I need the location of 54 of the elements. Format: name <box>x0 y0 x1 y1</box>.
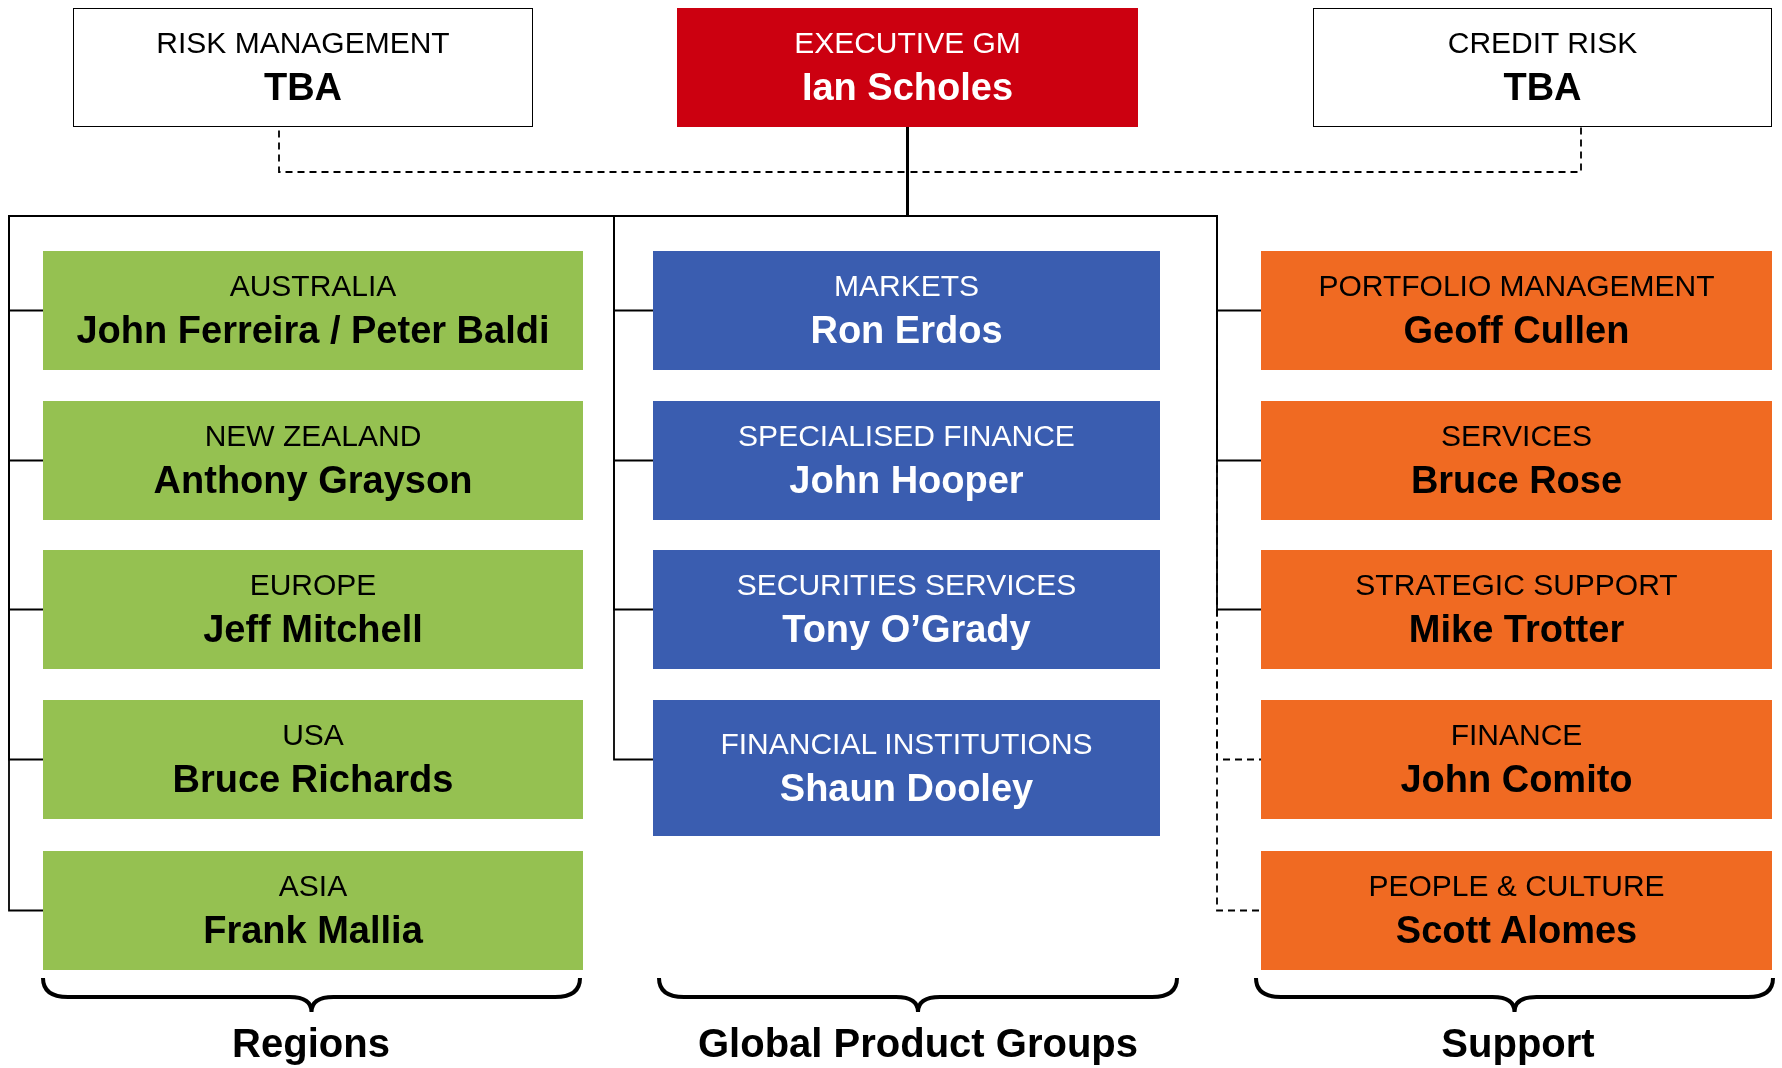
unit-title: EXECUTIVE GM <box>794 26 1021 60</box>
org-box <box>1261 550 1772 669</box>
org-box <box>43 851 583 970</box>
unit-title: SPECIALISED FINANCE <box>738 419 1075 453</box>
person-name: Ian Scholes <box>801 67 1014 109</box>
org-box <box>1261 700 1772 819</box>
person-name: Tony O’Grady <box>782 609 1031 651</box>
org-box <box>653 700 1160 836</box>
unit-title: SECURITIES SERVICES <box>736 568 1077 602</box>
org-box <box>43 251 583 370</box>
unit-title: FINANCE <box>1450 718 1583 752</box>
org-box <box>1261 251 1772 370</box>
person-name: Anthony Grayson <box>153 460 473 502</box>
org-box <box>1261 851 1772 970</box>
person-name: Mike Trotter <box>1408 609 1625 651</box>
unit-title: STRATEGIC SUPPORT <box>1355 568 1678 602</box>
person-name: John Ferreira / Peter Baldi <box>76 310 550 352</box>
person-name: Bruce Rose <box>1410 460 1623 502</box>
unit-title: RISK MANAGEMENT <box>156 26 450 60</box>
org-box <box>653 550 1160 669</box>
unit-title: ASIA <box>278 869 348 903</box>
person-name: TBA <box>1503 67 1582 109</box>
unit-title: FINANCIAL INSTITUTIONS <box>720 726 1093 760</box>
person-name: Ron Erdos <box>810 310 1003 352</box>
org-box <box>1261 401 1772 520</box>
person-name: Shaun Dooley <box>779 767 1034 810</box>
unit-title: EUROPE <box>249 568 377 602</box>
unit-title: AUSTRALIA <box>229 269 397 303</box>
unit-title: PORTFOLIO MANAGEMENT <box>1318 269 1715 303</box>
person-name: Scott Alomes <box>1395 910 1638 952</box>
person-name: John Hooper <box>789 460 1024 502</box>
group-label: Global Product Groups <box>698 1020 1138 1066</box>
org-box <box>43 401 583 520</box>
unit-title: PEOPLE & CULTURE <box>1368 869 1665 903</box>
org-box <box>1313 8 1772 127</box>
org-box <box>653 251 1160 370</box>
unit-title: SERVICES <box>1440 419 1593 453</box>
unit-title: NEW ZEALAND <box>204 419 422 453</box>
org-box <box>653 401 1160 520</box>
person-name: TBA <box>263 67 343 109</box>
org-box <box>43 700 583 819</box>
person-name: Jeff Mitchell <box>203 609 423 651</box>
org-box <box>677 8 1138 127</box>
person-name: John Comito <box>1400 759 1633 801</box>
org-box <box>43 550 583 669</box>
person-name: Bruce Richards <box>172 759 454 801</box>
person-name: Geoff Cullen <box>1403 310 1630 352</box>
person-name: Frank Mallia <box>203 910 423 952</box>
unit-title: CREDIT RISK <box>1447 26 1638 60</box>
unit-title: USA <box>282 718 344 752</box>
group-label: Regions <box>232 1020 390 1066</box>
org-box <box>73 8 533 127</box>
group-label: Support <box>1441 1020 1595 1066</box>
unit-title: MARKETS <box>834 269 979 303</box>
